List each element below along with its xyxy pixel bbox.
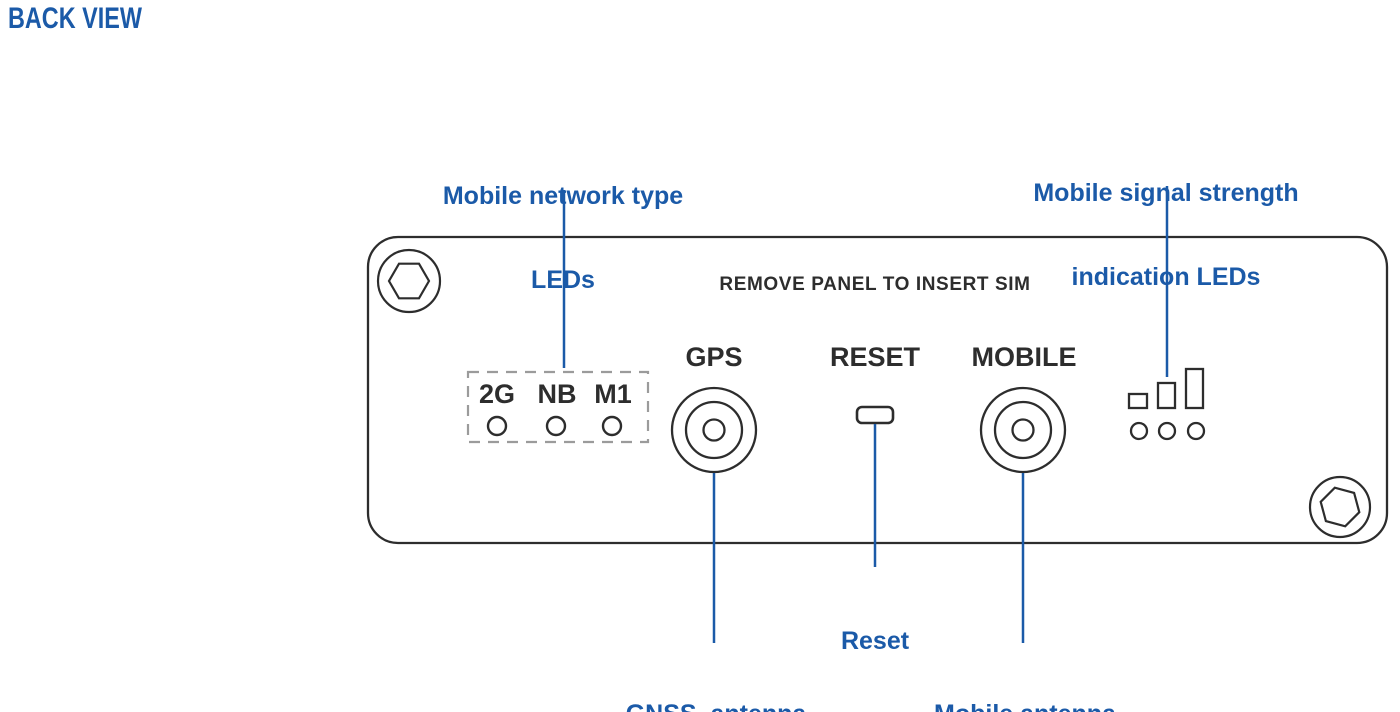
led-m1-icon: [601, 415, 623, 437]
led-label-2g: 2G: [478, 379, 516, 409]
mobile-port-label: MOBILE: [971, 342, 1077, 372]
reset-button-icon: [855, 405, 895, 425]
led-label-m1: M1: [594, 379, 632, 409]
device-panel-outline: [366, 235, 1389, 545]
signal-led-2-icon: [1157, 421, 1177, 441]
screw-bottom-right-icon: [1308, 475, 1372, 539]
callout-signal-leds: Mobile signal strength indication LEDs: [1016, 123, 1316, 347]
callout-gnss-line1: GNSS antenna: [566, 700, 866, 712]
led-nb-icon: [545, 415, 567, 437]
callout-network-leds-line2: LEDs: [531, 266, 595, 294]
signal-led-1-icon: [1129, 421, 1149, 441]
callout-network-leds-line1: Mobile network type: [442, 182, 684, 210]
callout-network-leds: Mobile network type LEDs: [413, 126, 713, 350]
gps-port-label: GPS: [685, 342, 743, 372]
signal-bar-small-icon: [1127, 392, 1149, 410]
mobile-connector-icon: [979, 386, 1067, 474]
gps-connector-icon: [670, 386, 758, 474]
sim-notice-label: REMOVE PANEL TO INSERT SIM: [719, 274, 1031, 295]
signal-led-3-icon: [1186, 421, 1206, 441]
led-label-nb: NB: [537, 379, 577, 409]
callout-gnss-connector: GNSS antenna connector: [566, 644, 866, 712]
callout-signal-leds-line2: indication LEDs: [1071, 263, 1261, 291]
page-title: BACK VIEW: [8, 2, 142, 35]
callout-mobile-connector: Mobile antenna connector: [875, 644, 1175, 712]
reset-port-label: RESET: [829, 342, 921, 372]
led-2g-icon: [486, 415, 508, 437]
callout-mobile-line1: Mobile antenna: [875, 700, 1175, 712]
network-led-group-box: [466, 370, 650, 444]
callout-signal-leds-line1: Mobile signal strength: [1033, 179, 1299, 207]
screw-top-left-icon: [376, 248, 442, 314]
signal-bar-medium-icon: [1156, 381, 1177, 410]
signal-bar-large-icon: [1184, 367, 1205, 410]
network-led-lights: [486, 415, 623, 437]
signal-strength-leds: [1127, 367, 1206, 441]
callout-reset-line1: Reset: [840, 627, 910, 655]
